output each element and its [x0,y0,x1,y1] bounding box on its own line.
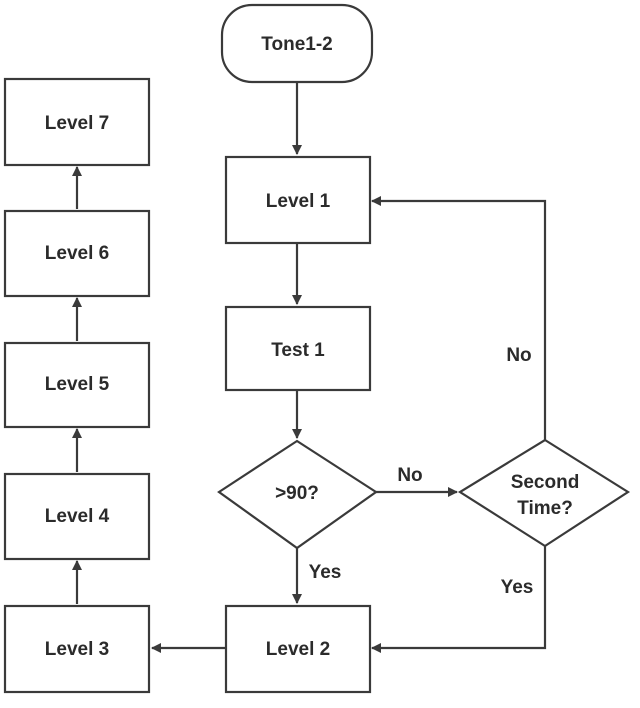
decision2-label-line2: Time? [517,498,573,519]
node-level6: Level 6 [3,209,151,298]
level1-label: Level 1 [266,191,331,212]
edge-label-yes-second-to-level2: Yes [501,577,534,598]
level5-label: Level 5 [45,374,110,395]
edge-decision2-no-to-level1 [371,196,547,440]
level4-box [3,472,151,561]
node-level4: Level 4 [3,472,151,561]
node-decision2: Second Time? [457,438,631,548]
level7-box [3,77,151,167]
edge-decision2-yes-to-level2 [371,546,547,653]
edge-label-yes-to-level2: Yes [309,562,342,583]
level5-box [3,341,151,429]
node-level5: Level 5 [3,341,151,429]
edges [72,82,547,653]
node-start: Tone1-2 [220,3,374,84]
test1-label: Test 1 [271,340,325,361]
node-level3: Level 3 [3,604,151,694]
level1-box [224,155,372,245]
level2-box [224,604,372,694]
node-test1: Test 1 [224,305,372,392]
level3-box [3,604,151,694]
decision1-label: >90? [275,483,319,504]
decision1-diamond [217,439,378,550]
node-level7: Level 7 [3,77,151,167]
level6-label: Level 6 [45,243,109,264]
level4-label: Level 4 [45,506,110,527]
test1-box [224,305,372,392]
edge-label-no-to-second: No [397,465,422,486]
node-level1: Level 1 [224,155,372,245]
level6-box [3,209,151,298]
node-decision1: >90? [217,439,378,550]
edge-label-no-back-to-level1: No [506,345,531,366]
level2-label: Level 2 [266,639,330,660]
node-level2: Level 2 [224,604,372,694]
decision2-label-line1: Second [511,472,580,493]
start-label: Tone1-2 [261,34,332,55]
level3-label: Level 3 [45,639,109,660]
start-terminal-shape [220,3,374,84]
level7-label: Level 7 [45,113,109,134]
decision2-diamond [457,438,631,548]
